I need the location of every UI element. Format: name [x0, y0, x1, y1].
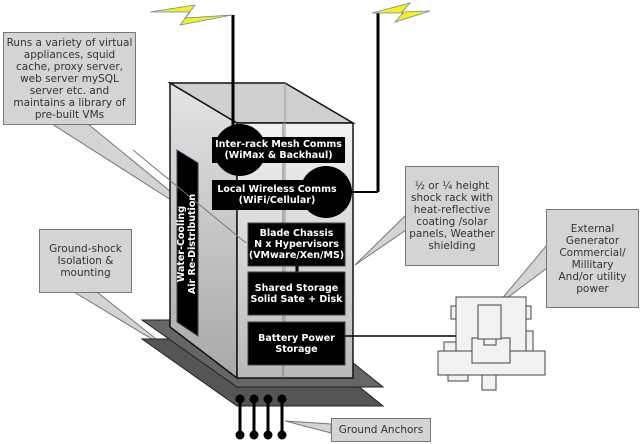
blade-chassis-label: Blade Chassis N x Hypervisors (VMware/Xe…	[248, 228, 345, 261]
battery-label: Battery Power Storage	[258, 332, 335, 355]
shared-storage-label: Shared Storage Solid Sate + Disk	[250, 282, 343, 305]
generator-icon	[437, 296, 546, 391]
inter-rack-mesh-label: Inter-rack Mesh Comms (WiMax & Backhaul)	[215, 139, 342, 161]
ground-anchors-callout: Ground Anchors	[331, 418, 431, 442]
ground-anchors	[235, 394, 287, 440]
water-cooling-label: Water-Cooling Air Re-Distribution	[176, 193, 198, 295]
lightning-icon	[371, 2, 431, 23]
lightning-icon	[149, 4, 233, 26]
virtual-appliances-callout: Runs a variety of virtual appliances, sq…	[3, 32, 136, 125]
generator-callout: External Generator Commercial/ Millitary…	[546, 209, 639, 308]
ground-shock-callout: Ground-shock Isolation & mounting	[39, 229, 132, 293]
cooling-bar	[176, 149, 199, 337]
rack-callout: ½ or ¼ height shock rack with heat-refle…	[405, 166, 499, 266]
local-wireless-label: Local Wireless Comms (WiFi/Cellular)	[217, 184, 337, 206]
rack-callout-tail	[354, 213, 407, 266]
ground-anchors-tail	[284, 420, 332, 434]
